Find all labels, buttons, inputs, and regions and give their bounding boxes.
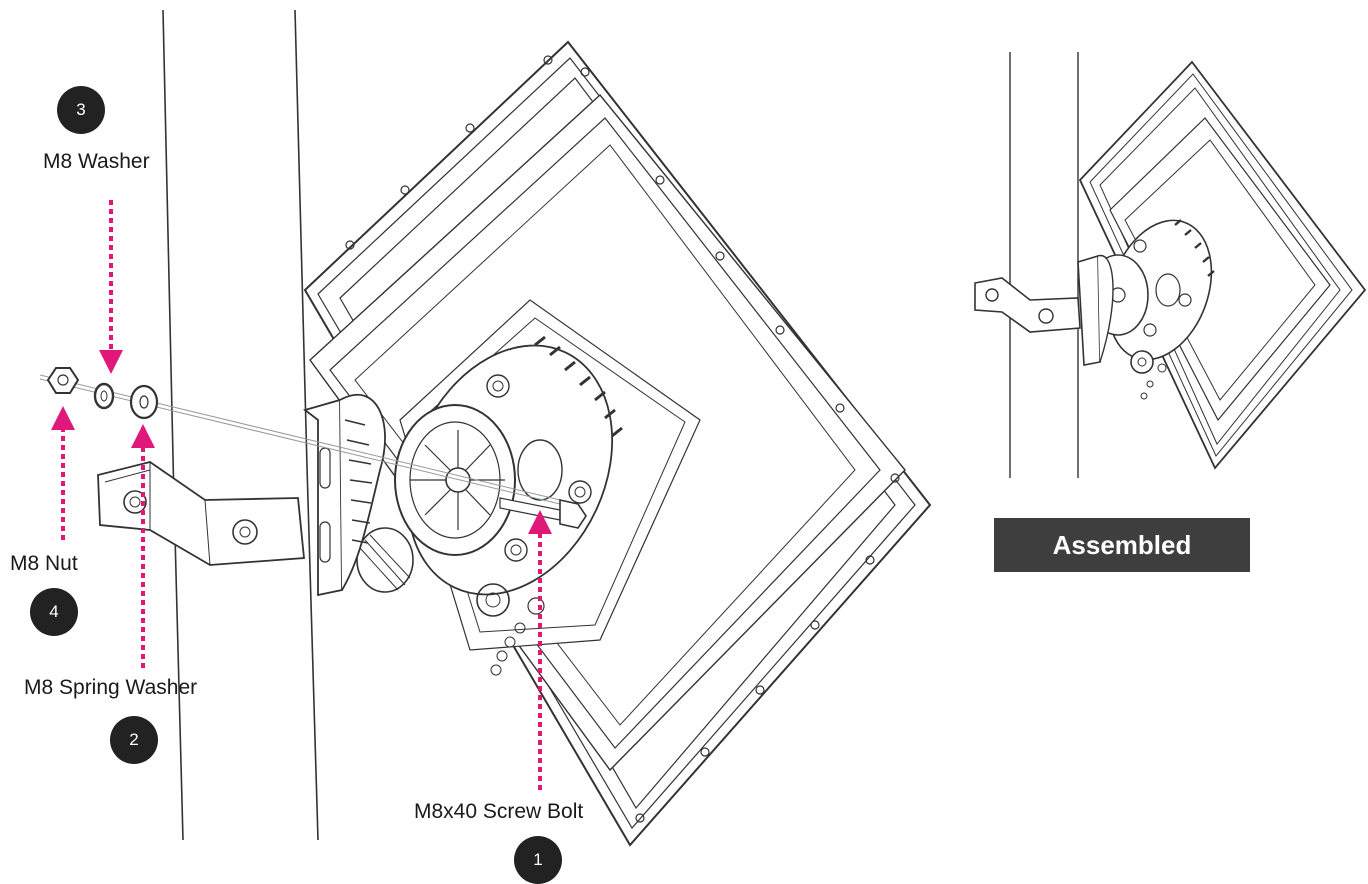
pole-assembled	[1009, 52, 1079, 478]
leader-arrows	[51, 200, 552, 790]
pole-bracket-exploded	[97, 393, 386, 597]
assembled-badge: Assembled	[994, 518, 1250, 572]
step-2-badge: 2	[110, 716, 158, 764]
antenna-panel-exploded	[303, 40, 932, 847]
step-4-badge: 4	[30, 588, 78, 636]
pole-bracket-assembled	[974, 254, 1114, 366]
step-3-badge: 3	[57, 86, 105, 134]
pole-exploded	[162, 9, 319, 841]
step-1-badge: 1	[514, 836, 562, 884]
bolt-axis	[39, 374, 561, 505]
spring-washer-part	[93, 382, 115, 410]
nut-part	[46, 367, 80, 394]
antenna-panel-assembled	[1078, 60, 1367, 470]
bolt-label: M8x40 Screw Bolt	[414, 800, 584, 823]
flat-washer-part	[129, 384, 159, 420]
washer-label: M8 Washer	[43, 150, 150, 173]
nut-label: M8 Nut	[10, 552, 78, 575]
spring-washer-label: M8 Spring Washer	[24, 676, 198, 699]
